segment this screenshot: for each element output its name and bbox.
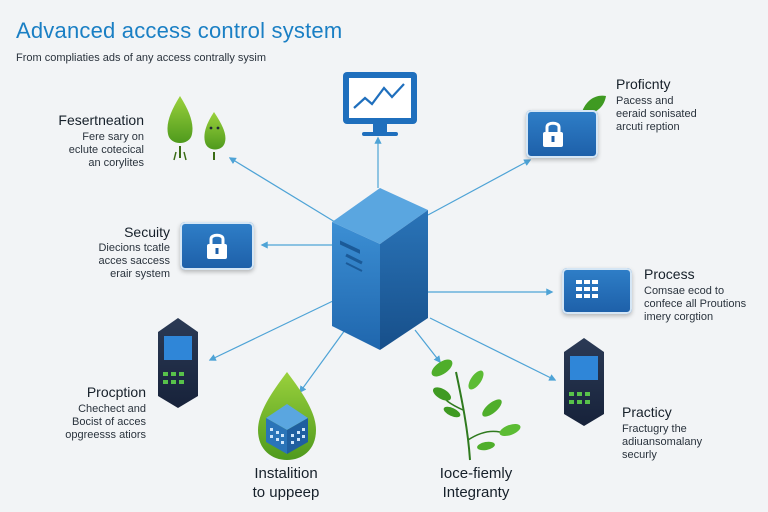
node-line: confece all Proutions [644, 298, 747, 310]
node-line: adiuansomalany [622, 436, 703, 448]
connector-integranty [414, 329, 441, 364]
node-title: Procption [86, 384, 146, 400]
node-fesertneation: Fesertneation Fere sary on eclute coteci… [20, 112, 144, 170]
proficnty-lock-box [526, 110, 598, 158]
connector-practicy [429, 317, 557, 381]
keypad-device-icon-2 [564, 338, 604, 426]
node-line: Instalition [254, 465, 318, 482]
lock-icon [207, 233, 227, 259]
node-line: eclute cotecical [68, 144, 144, 156]
node-line: eeraid sonisated [616, 108, 697, 120]
grid-panel-icon [576, 280, 598, 298]
node-title: Fesertneation [58, 112, 144, 128]
node-line: Pacess and [616, 95, 674, 107]
node-line: to uppeep [252, 484, 320, 501]
node-line: erair system [110, 268, 170, 280]
keypad-device-icon [158, 318, 198, 408]
node-line: securly [622, 449, 657, 461]
leaf-drop-icon [167, 96, 226, 161]
connector-fesertneation [228, 157, 336, 223]
connector-lines [208, 136, 557, 394]
node-title: Proficnty [616, 76, 671, 92]
connector-proficnty [427, 159, 532, 216]
node-line: Diecions tcatle [98, 242, 170, 254]
security-lock-box [180, 222, 254, 270]
node-line: Integranty [442, 484, 510, 501]
node-line: Chechect and [78, 403, 146, 415]
node-line: an corylites [88, 157, 144, 169]
node-line: Ioce-fiemly [439, 465, 513, 482]
node-procption: Procption Chechect and Bocist of acces o… [20, 384, 146, 442]
page-subtitle: From compliaties ads of any access contr… [16, 52, 267, 64]
process-panel-box [562, 268, 632, 314]
node-proficnty: Proficnty Pacess and eeraid sonisated ar… [616, 76, 746, 134]
node-line: Fractugry the [622, 423, 687, 435]
node-title: Secuity [124, 224, 170, 240]
node-line: arcuti reption [616, 121, 680, 133]
node-secuity: Secuity Diecions tcatle acces saccess er… [40, 224, 170, 281]
node-installition: Instalition to uppeep [226, 464, 346, 502]
lock-icon [543, 121, 563, 147]
leaf-icon [582, 95, 606, 114]
node-line: Bocist of acces [72, 416, 146, 428]
node-integranty: Ioce-fiemly Integranty [416, 464, 536, 502]
connector-procption [208, 299, 336, 361]
node-title: Process [644, 266, 695, 282]
node-line: Fere sary on [82, 131, 144, 143]
building-drop-icon [258, 372, 316, 460]
node-process: Process Comsae ecod to confece all Prout… [644, 266, 764, 324]
server-icon [332, 188, 428, 350]
node-line: acces saccess [98, 255, 170, 267]
page-title: Advanced access control system [16, 18, 343, 43]
plant-icon [431, 359, 521, 461]
node-title: Practicy [622, 404, 672, 420]
node-line: Comsae ecod to [644, 285, 725, 297]
node-line: opgreesss atiors [65, 429, 146, 441]
node-practicy: Practicy Fractugry the adiuansomalany se… [622, 404, 752, 462]
connector-installition [299, 329, 346, 394]
monitor-chart-icon [343, 72, 417, 136]
node-line: imery corgtion [644, 311, 714, 323]
